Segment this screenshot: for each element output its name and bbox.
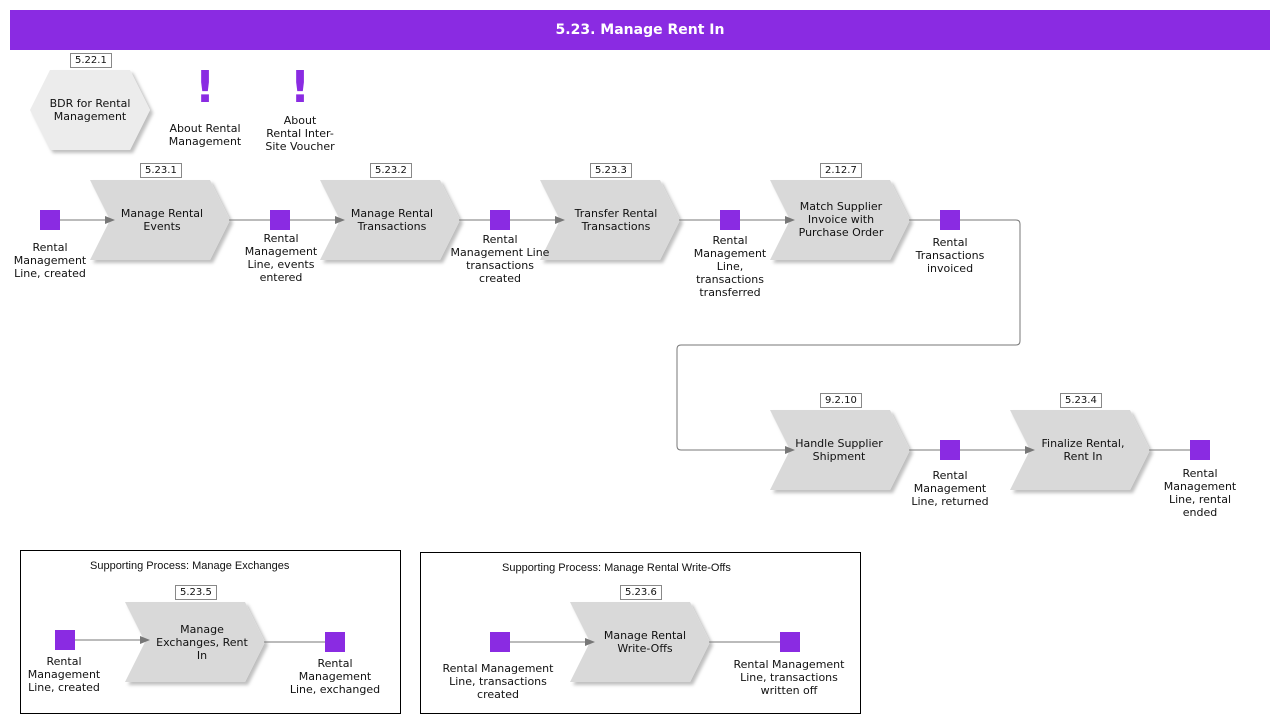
event-label: Rental Transactions invoiced — [915, 236, 985, 275]
about-rental-management-label[interactable]: About Rental Management — [168, 122, 242, 148]
supporting-process-title: Supporting Process: Manage Rental Write-… — [502, 562, 731, 574]
event-label: Rental Management Line, exchanged — [289, 657, 381, 696]
connector-route-arrow — [676, 219, 1021, 454]
event-square[interactable] — [40, 210, 60, 230]
event-square[interactable] — [940, 210, 960, 230]
event-label: Rental Management Line transactions crea… — [450, 233, 550, 285]
process-ref-badge: 5.23.3 — [590, 163, 632, 178]
event-square[interactable] — [490, 210, 510, 230]
event-label: Rental Management Line, rental ended — [1163, 467, 1237, 519]
supporting-process-box-exchanges — [20, 550, 401, 714]
bdr-label: BDR for Rental Management — [49, 97, 131, 123]
bdr-hexagon-shape[interactable] — [30, 70, 150, 150]
process-chevron-finalize-rental[interactable] — [1010, 410, 1150, 490]
process-ref-badge: 5.23.6 — [620, 585, 662, 600]
bdr-ref-badge: 5.22.1 — [70, 53, 112, 68]
process-ref-badge: 5.23.2 — [370, 163, 412, 178]
event-square[interactable] — [55, 630, 75, 650]
process-label: Manage Rental Transactions — [350, 207, 434, 233]
process-ref-badge: 5.23.5 — [175, 585, 217, 600]
event-label: Rental Management Line, transactions cre… — [442, 662, 554, 701]
process-chevron-manage-write-offs[interactable] — [570, 602, 710, 682]
event-square[interactable] — [720, 210, 740, 230]
process-label: Transfer Rental Transactions — [574, 207, 658, 233]
event-square[interactable] — [270, 210, 290, 230]
event-square[interactable] — [780, 632, 800, 652]
process-label: Finalize Rental, Rent In — [1041, 437, 1125, 463]
process-chevron-transfer-rental-transactions[interactable] — [540, 180, 680, 260]
event-square[interactable] — [325, 632, 345, 652]
event-square[interactable] — [940, 440, 960, 460]
process-chevron-manage-exchanges[interactable] — [125, 602, 265, 682]
event-label: Rental Management Line, transactions wri… — [733, 658, 845, 697]
process-chevron-handle-supplier-shipment[interactable] — [770, 410, 910, 490]
event-label: Rental Management Line, transactions tra… — [693, 234, 767, 299]
process-label: Match Supplier Invoice with Purchase Ord… — [798, 199, 884, 239]
process-label: Manage Rental Events — [120, 207, 204, 233]
process-ref-badge: 5.23.4 — [1060, 393, 1102, 408]
supporting-process-title: Supporting Process: Manage Exchanges — [90, 560, 290, 572]
event-label: Rental Management Line, created — [13, 241, 87, 280]
process-label: Manage Exchanges, Rent In — [156, 622, 248, 662]
exclamation-icon[interactable]: ! — [290, 62, 311, 113]
event-label: Rental Management Line, returned — [911, 469, 989, 508]
event-square[interactable] — [490, 632, 510, 652]
event-square[interactable] — [1190, 440, 1210, 460]
event-label: Rental Management Line, events entered — [244, 232, 318, 284]
process-chevron-match-supplier-invoice[interactable] — [770, 180, 910, 260]
diagram-title-bar: 5.23. Manage Rent In — [10, 10, 1270, 50]
process-ref-badge: 5.23.1 — [140, 163, 182, 178]
process-label: Manage Rental Write-Offs — [603, 629, 687, 655]
event-label: Rental Management Line, created — [27, 655, 101, 694]
process-chevron-manage-rental-events[interactable] — [90, 180, 230, 260]
process-ref-badge: 2.12.7 — [820, 163, 862, 178]
about-inter-site-voucher-label[interactable]: About Rental Inter-Site Voucher — [265, 114, 335, 153]
exclamation-icon[interactable]: ! — [195, 62, 216, 113]
process-ref-badge: 9.2.10 — [820, 393, 862, 408]
process-chevron-manage-rental-transactions[interactable] — [320, 180, 460, 260]
supporting-process-box-write-offs — [420, 552, 861, 714]
diagram-title: 5.23. Manage Rent In — [555, 22, 725, 38]
process-label: Handle Supplier Shipment — [795, 437, 883, 463]
